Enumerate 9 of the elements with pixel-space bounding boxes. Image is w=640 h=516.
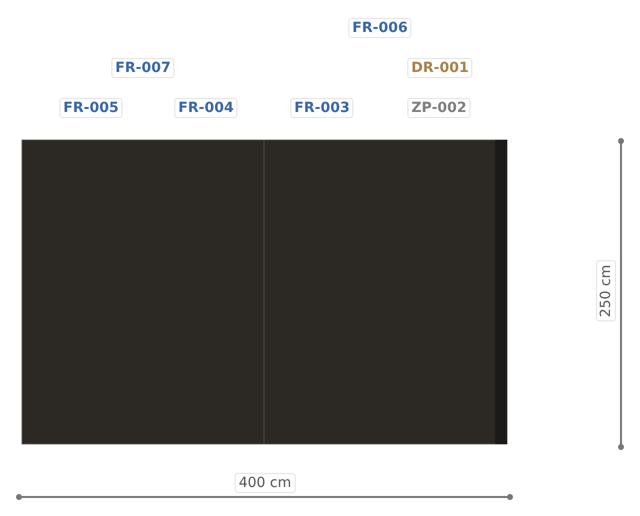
part-code: FR-005: [59, 98, 123, 118]
dimension-label: 250 cm: [596, 260, 616, 322]
part-code: FR-003: [290, 98, 354, 118]
part-code: FR-007: [111, 58, 175, 78]
part-code: ZP-002: [407, 98, 471, 118]
part-code: FR-004: [174, 98, 238, 118]
part-code: FR-006: [348, 18, 412, 38]
dimension-label: 400 cm: [234, 473, 296, 493]
part-code: DR-001: [407, 58, 473, 78]
